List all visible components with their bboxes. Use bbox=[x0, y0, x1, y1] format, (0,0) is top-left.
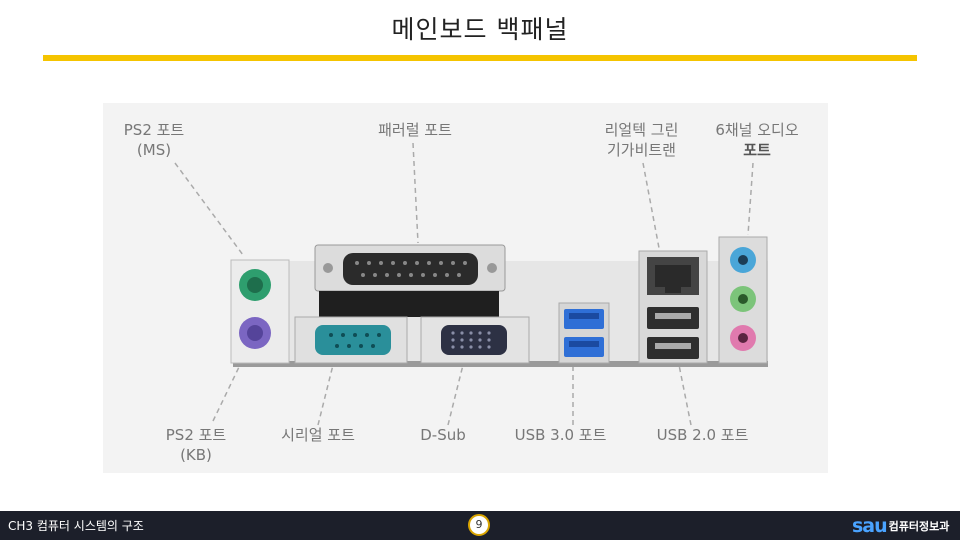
footer-bar: CH3 컴퓨터 시스템의 구조 9 sau 컴퓨터정보과 bbox=[0, 511, 960, 540]
label-ps2-kb-line2: (KB) bbox=[180, 446, 212, 464]
label-lan-line2: 기가비트랜 bbox=[606, 141, 676, 159]
label-dsub: D-Sub bbox=[403, 425, 483, 445]
leader-usb2 bbox=[678, 364, 692, 426]
page-number: 9 bbox=[468, 514, 490, 536]
panel-edge bbox=[233, 361, 768, 367]
label-usb3-line1: USB 3.0 포트 bbox=[514, 426, 607, 444]
department-logo: sau 컴퓨터정보과 bbox=[852, 515, 949, 537]
serial-port bbox=[315, 325, 391, 355]
label-lan: 리얼텍 그린 기가비트랜 bbox=[589, 120, 694, 160]
label-ps2-kb-line1: PS2 포트 bbox=[165, 426, 227, 444]
label-parallel: 패러럴 포트 bbox=[360, 120, 470, 140]
label-lan-line1: 리얼텍 그린 bbox=[604, 121, 679, 139]
label-usb2-line1: USB 2.0 포트 bbox=[656, 426, 749, 444]
logo-text: 컴퓨터정보과 bbox=[888, 520, 950, 533]
label-usb3: USB 3.0 포트 bbox=[503, 425, 618, 445]
label-ps2-ms-line2: (MS) bbox=[136, 141, 172, 159]
course-title: CH3 컴퓨터 시스템의 구조 bbox=[8, 519, 144, 533]
label-serial: 시리얼 포트 bbox=[263, 425, 373, 445]
label-audio-line2: 포트 bbox=[743, 141, 771, 159]
logo-mark: sau bbox=[852, 515, 888, 537]
label-ps2-kb: PS2 포트 (KB) bbox=[155, 425, 237, 465]
label-audio-line1: 6채널 오디오 bbox=[715, 121, 799, 139]
connector-frame bbox=[319, 291, 499, 317]
label-audio: 6채널 오디오 포트 bbox=[701, 120, 813, 160]
dsub-port bbox=[441, 325, 507, 355]
leader-lines bbox=[174, 142, 754, 426]
label-parallel-line1: 패러럴 포트 bbox=[378, 121, 452, 139]
leader-ps2-ms bbox=[174, 162, 244, 256]
parallel-port bbox=[343, 253, 478, 285]
label-dsub-line1: D-Sub bbox=[420, 426, 466, 444]
label-ps2-ms-line1: PS2 포트 bbox=[123, 121, 185, 139]
leader-audio bbox=[747, 162, 754, 236]
leader-dsub bbox=[447, 364, 464, 426]
leader-serial bbox=[317, 364, 334, 426]
label-ps2-ms: PS2 포트 (MS) bbox=[113, 120, 195, 160]
title-underline bbox=[43, 55, 917, 61]
back-panel-figure: PS2 포트 (MS) 패러럴 포트 리얼텍 그린 기가비트랜 6채널 오디오 … bbox=[103, 103, 828, 473]
slide-title: 메인보드 백패널 bbox=[391, 15, 569, 44]
leader-ps2-kb bbox=[212, 364, 241, 422]
label-serial-line1: 시리얼 포트 bbox=[281, 426, 355, 444]
label-usb2: USB 2.0 포트 bbox=[645, 425, 760, 445]
leader-lan bbox=[642, 162, 660, 249]
back-panel-illustration bbox=[174, 142, 768, 426]
leader-parallel bbox=[412, 142, 419, 244]
